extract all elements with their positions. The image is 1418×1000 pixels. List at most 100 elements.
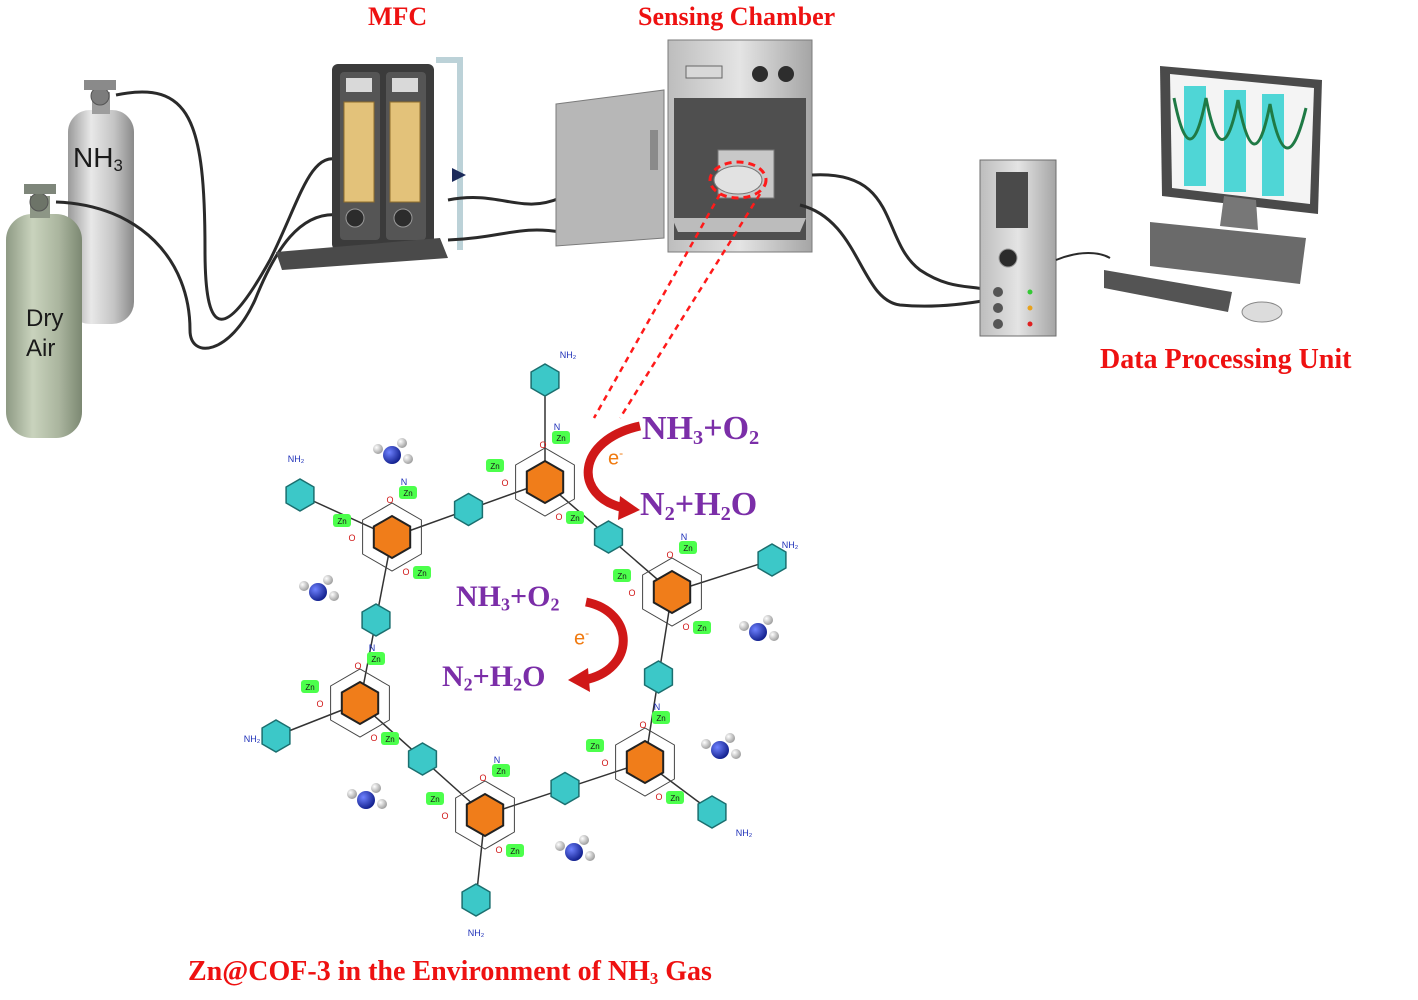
oxygen-label: O [316,699,323,709]
core-substituent-ring [455,780,515,850]
zn-label: Zn [697,624,706,633]
zn-label: Zn [570,514,579,523]
zn-label: Zn [556,434,565,443]
nitrogen-atom [309,583,327,601]
hydrogen-atom [725,733,735,743]
hydrogen-atom [585,851,595,861]
terminal-phenyl-ring [261,719,291,753]
oxygen-label: O [666,550,673,560]
computer-monitor [1104,66,1322,323]
oxygen-label: O [555,512,562,522]
oxygen-label: O [682,622,689,632]
oxygen-label: O [628,588,635,598]
hydrogen-atom [739,621,749,631]
mfc-device [276,57,466,270]
zn-label: Zn [337,517,346,526]
oxygen-label: O [479,773,486,783]
center-electron-label: e- [574,626,590,650]
oxygen-label: O [402,567,409,577]
nh3-cylinder-label: NH3 [73,142,123,176]
hydrogen-atom [323,575,333,585]
core-ring [372,514,412,560]
zn-badge [613,569,631,582]
zn-badge [381,732,399,745]
zn-cof-3-structure: NH₂NH₂NH₂NH₂NH₂NH₂ZnZnZnNOOOZnZnZnNOOOZn… [244,350,799,938]
chamber-to-dpu-cables [799,173,989,308]
hydrogen-atom [373,444,383,454]
oxygen-label: O [501,478,508,488]
sensor-highlight-circle [708,160,768,200]
zn-label: Zn [590,742,599,751]
nh2-label: NH₂ [736,828,753,838]
terminal-phenyl-ring [530,363,560,397]
zn-label: Zn [371,655,380,664]
dry-air-cylinder [6,184,82,438]
phenyl-ring [407,742,438,776]
top-reaction-arrow [583,421,642,520]
phenyl-ring [550,771,580,806]
zn-badge [506,844,524,857]
oxygen-label: O [386,495,393,505]
nitrogen-label: N [654,702,661,712]
sensing-chamber [555,39,813,253]
zn-badge [413,566,431,579]
zn-badge [679,541,697,554]
top-reactant-label: NH3+O2 [642,410,760,450]
zn-label: Zn [490,462,499,471]
terminal-phenyl-ring [697,795,727,829]
zn-label: Zn [683,544,692,553]
phenyl-ring [643,660,674,694]
oxygen-label: O [370,733,377,743]
hydrogen-atom [763,615,773,625]
zn-label: Zn [496,767,505,776]
phenyl-ring [593,520,624,554]
zn-badge [693,621,711,634]
nh2-label: NH₂ [782,540,799,550]
sensing-chamber-label: Sensing Chamber [638,2,836,31]
zn-badge [301,680,319,693]
hydrogen-atom [403,454,413,464]
zn-badge [566,511,584,524]
hydrogen-atom [347,789,357,799]
nitrogen-label: N [369,643,376,653]
zn-badge [399,486,417,499]
hydrogen-atom [329,591,339,601]
oxygen-label: O [639,720,646,730]
zn-label: Zn [670,794,679,803]
mfc-to-chamber-tubes [447,196,561,242]
center-reactant-label: NH3+O2 [456,580,560,615]
terminal-phenyl-ring [757,543,787,577]
hydrogen-atom [299,581,309,591]
nitrogen-atom [357,791,375,809]
core-ring [625,739,665,785]
top-product-label: N2+H2O [640,486,758,526]
hydrogen-atom [701,739,711,749]
hydrogen-atom [579,835,589,845]
nh3-cylinder [68,80,134,324]
center-product-label: N2+H2O [442,660,546,695]
zn-label: Zn [385,735,394,744]
zn-label: Zn [656,714,665,723]
nitrogen-atom [383,446,401,464]
oxygen-label: O [601,758,608,768]
zn-label: Zn [510,847,519,856]
core-ring [652,569,692,615]
nitrogen-atom [565,843,583,861]
zn-label: Zn [305,683,314,692]
hydrogen-atom [397,438,407,448]
zoom-projection-lines [592,193,762,419]
oxygen-label: O [348,533,355,543]
gas-tubing [55,90,341,350]
nitrogen-label: N [554,422,561,432]
core-ring [340,680,380,726]
core-substituent-ring [330,668,390,738]
zn-badge [586,739,604,752]
mfc-label: MFC [368,2,428,31]
nh2-label: NH₂ [288,454,305,464]
data-processing-unit [979,159,1111,337]
terminal-phenyl-ring [461,883,491,917]
hydrogen-atom [377,799,387,809]
zn-badge [552,431,570,444]
